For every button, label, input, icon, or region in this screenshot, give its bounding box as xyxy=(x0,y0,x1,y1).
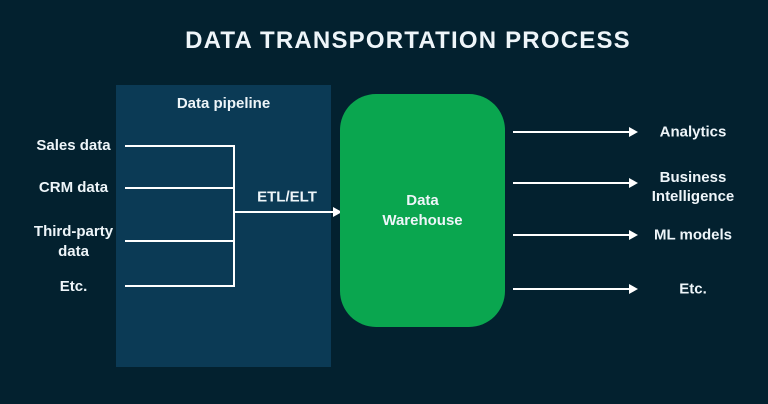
output-label-analytics: Analytics xyxy=(659,123,727,141)
output-arrow-analytics xyxy=(513,127,638,137)
output-label-business-intelligence: Business Intelligence xyxy=(651,169,735,205)
source-label-sales-data: Sales data xyxy=(36,137,111,154)
connector-line-crm-data xyxy=(125,187,235,189)
output-label-etc: Etc. xyxy=(679,280,707,298)
data-warehouse-label: Data Warehouse xyxy=(382,191,463,229)
source-label-third-party-data: Third-party data xyxy=(33,223,114,260)
diagram-title: DATA TRANSPORTATION PROCESS xyxy=(185,27,631,54)
connector-line-sales-data xyxy=(125,145,235,147)
output-arrow-etc xyxy=(513,284,638,294)
etl-arrow xyxy=(234,207,342,217)
source-label-etc: Etc. xyxy=(59,278,88,295)
connector-line-third-party-data xyxy=(125,240,235,242)
data-pipeline-box: Data pipeline xyxy=(116,85,331,367)
connector-bus-line xyxy=(233,145,235,287)
connector-line-etc xyxy=(125,285,235,287)
source-label-crm-data: CRM data xyxy=(38,179,109,196)
output-label-ml-models: ML models xyxy=(653,226,733,244)
data-warehouse-box: Data Warehouse xyxy=(340,94,505,327)
output-arrow-ml-models xyxy=(513,230,638,240)
output-arrow-business-intelligence xyxy=(513,178,638,188)
data-pipeline-label: Data pipeline xyxy=(176,95,271,112)
etl-elt-label: ETL/ELT xyxy=(257,188,317,206)
